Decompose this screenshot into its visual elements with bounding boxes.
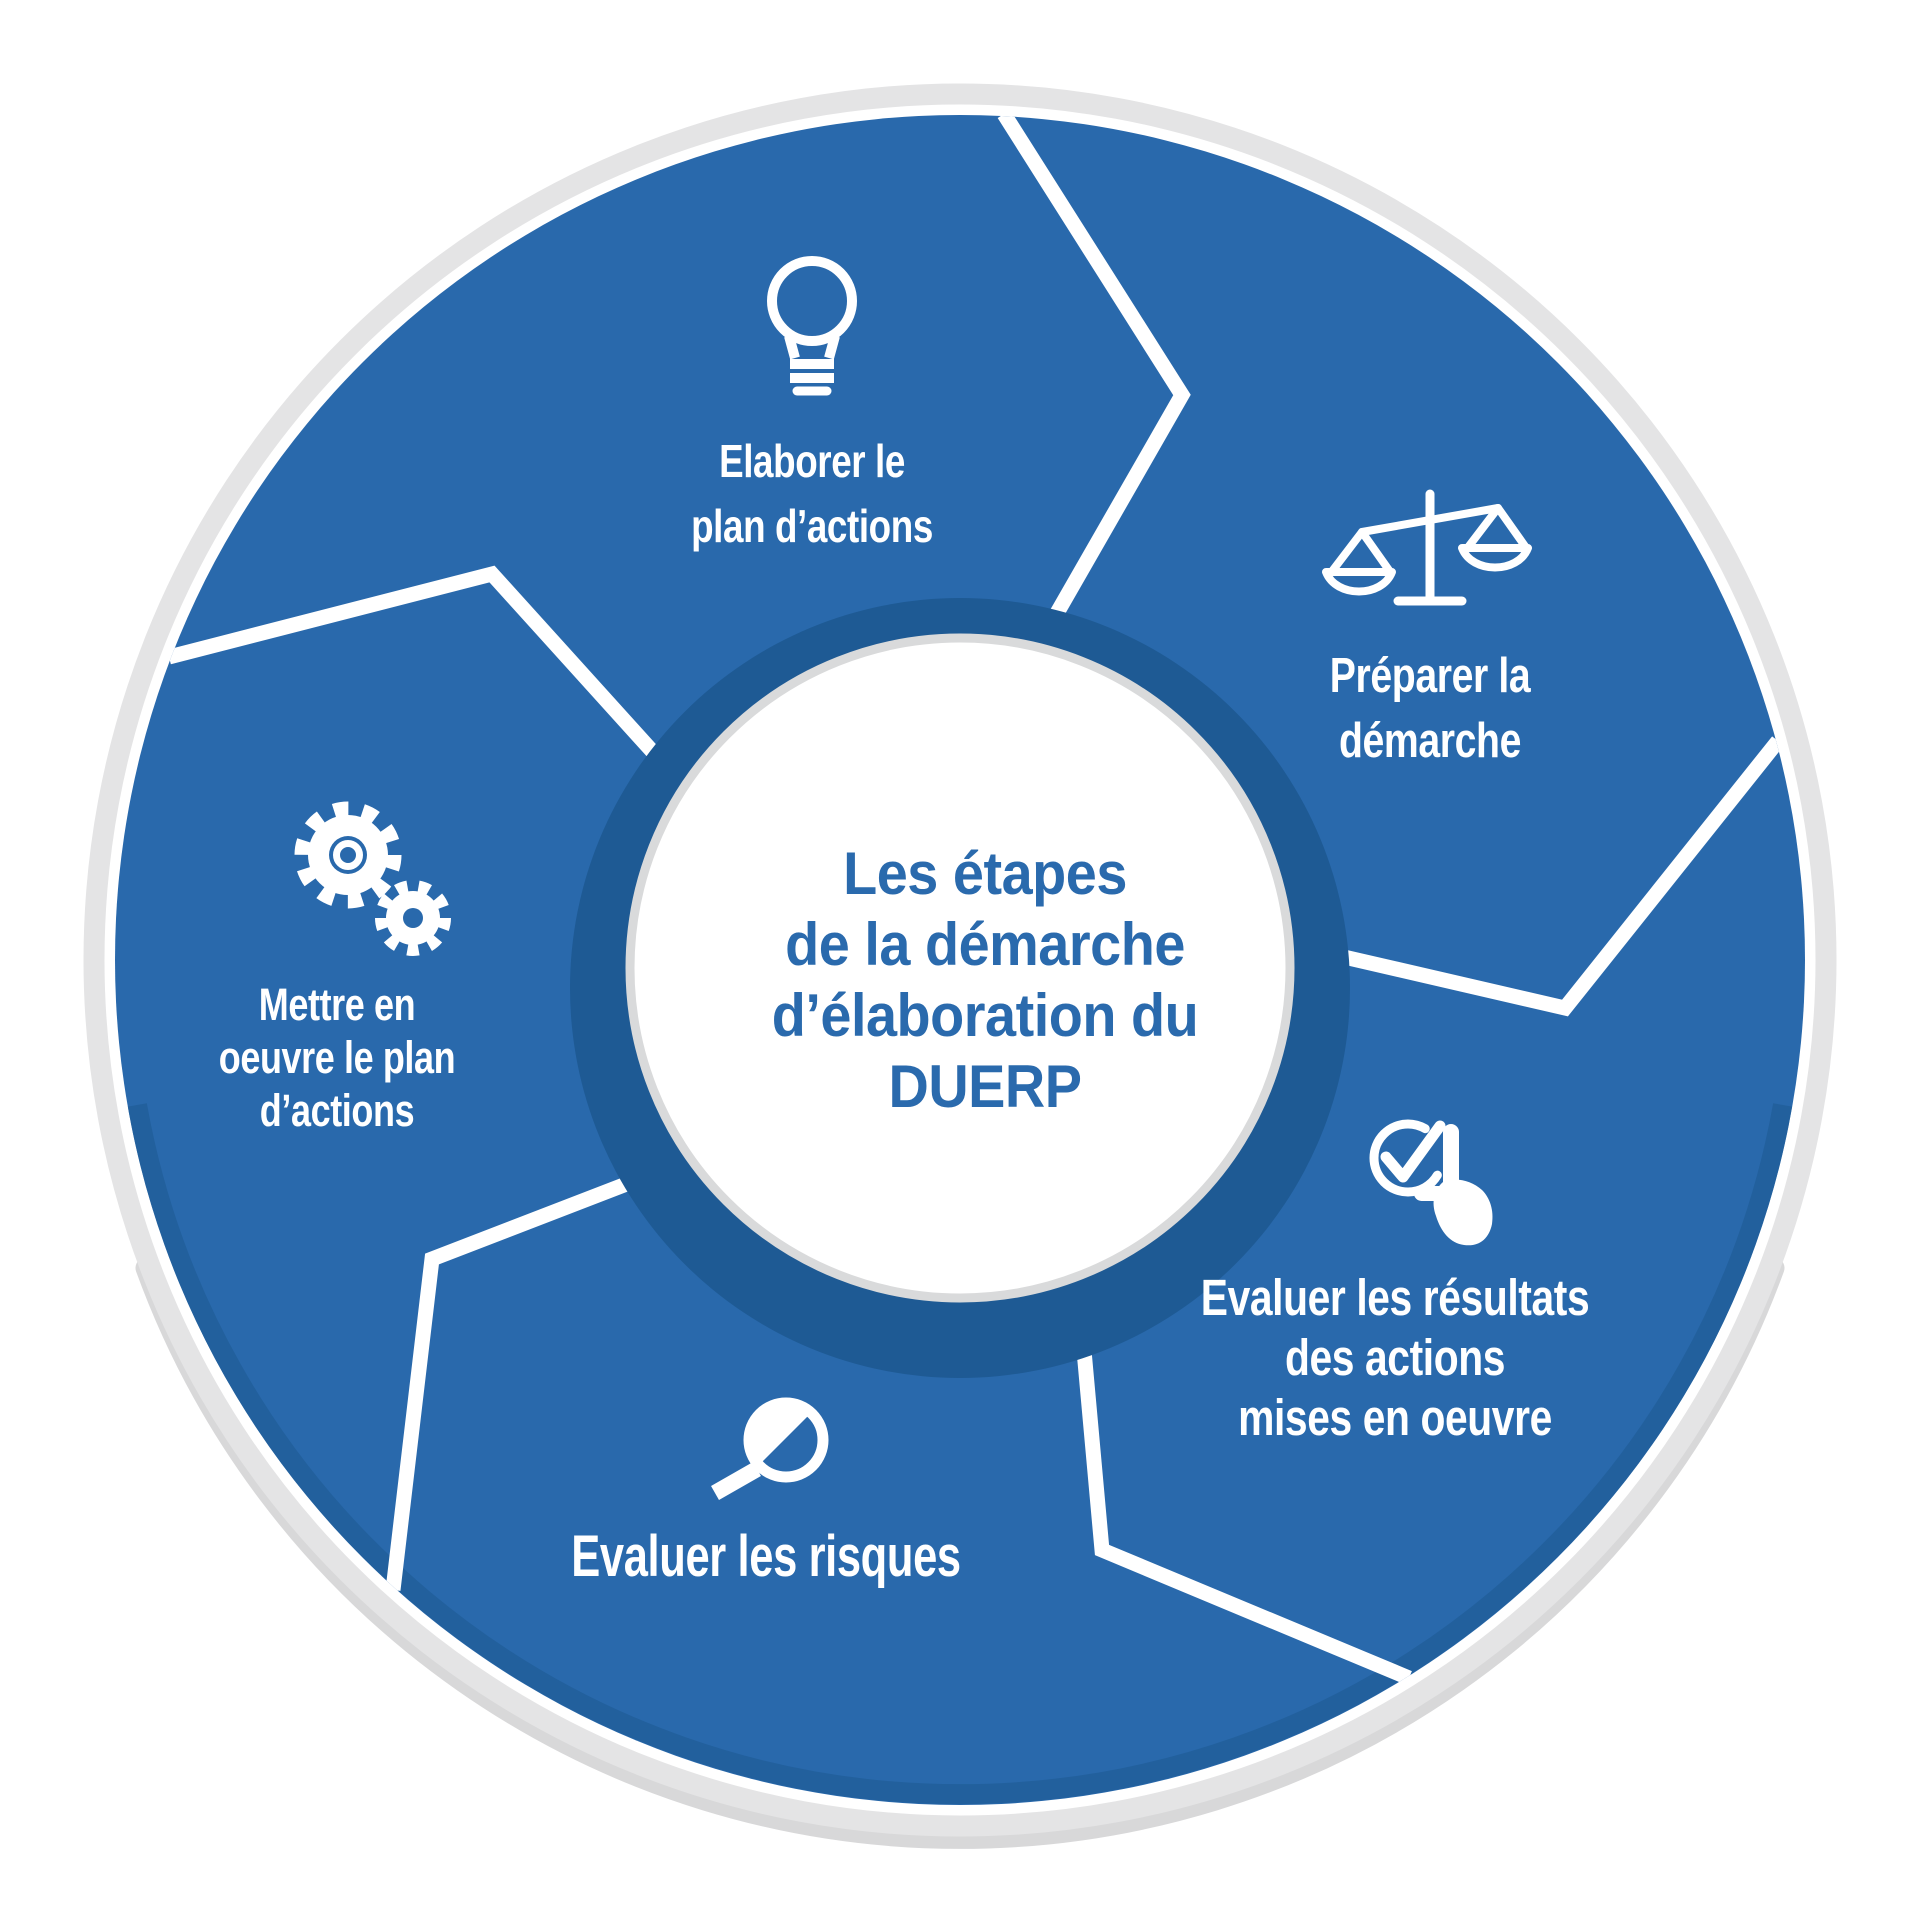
segment-label-line: démarche	[1338, 714, 1521, 768]
segment-label-evaluer-risques: Evaluer les risques	[571, 1524, 961, 1589]
segment-label-elaborer-plan: Elaborer le plan d’actions	[691, 429, 933, 559]
center-title-line: d’élaboration du	[771, 982, 1199, 1049]
scales-icon	[1322, 489, 1532, 606]
segment-label-line: Evaluer les risques	[571, 1524, 961, 1589]
segment-label-line: Mettre en	[258, 979, 416, 1030]
lightbulb-icon	[767, 256, 857, 396]
segment-divider	[167, 565, 677, 778]
segment-label-preparer-demarche: Préparer la démarche	[1329, 644, 1531, 774]
gears-icon	[294, 801, 451, 956]
segment-label-line: Elaborer le	[719, 435, 905, 487]
segment-divider	[997, 115, 1191, 631]
segment-divider	[1303, 736, 1784, 1017]
center-title-line: DUERP	[888, 1053, 1082, 1120]
segment-label-evaluer-resultats: Evaluer les résultats des actions mises …	[1200, 1268, 1590, 1448]
segment-divider	[385, 1156, 684, 1591]
center-title-line: Les étapes	[843, 840, 1127, 907]
check-hand-icon	[1369, 1119, 1493, 1246]
center-circle	[625, 633, 1295, 1303]
disc-inner-shade	[127, 1103, 1793, 1805]
center-title-line: de la démarche	[785, 911, 1185, 978]
segment-label-line: plan d’actions	[691, 500, 933, 552]
magnifier-icon	[711, 1397, 829, 1500]
segment-divider	[1070, 1283, 1412, 1685]
center-title: Les étapes de la démarche d’élaboration …	[772, 838, 1199, 1122]
segment-label-line: oeuvre le plan	[218, 1032, 456, 1083]
segment-label-line: d’actions	[259, 1085, 415, 1136]
segment-dividers	[167, 115, 1784, 1685]
segment-label-line: Evaluer les résultats	[1200, 1269, 1590, 1326]
outer-ring	[83, 83, 1837, 1837]
segment-label-line: mises en oeuvre	[1238, 1389, 1552, 1446]
segment-label-mettre-en-oeuvre: Mettre en oeuvre le plan d’actions	[218, 978, 456, 1137]
segment-label-line: des actions	[1284, 1329, 1506, 1386]
segment-label-line: Préparer la	[1329, 649, 1531, 703]
